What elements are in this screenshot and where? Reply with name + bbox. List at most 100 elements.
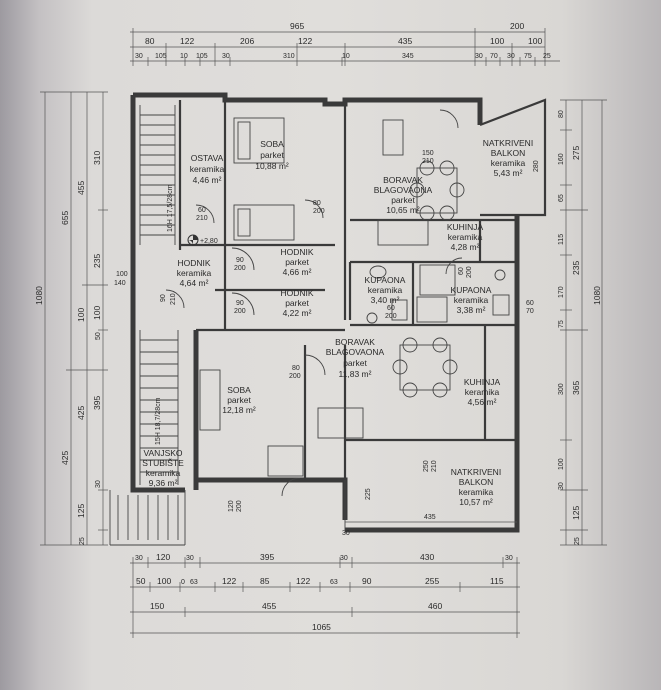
door-ostava-w: 60 — [198, 207, 206, 214]
dim-bot-30b: 30 — [186, 555, 194, 562]
ostava-area: 4,46 m² — [193, 175, 222, 185]
dim-top-310: 310 — [283, 53, 295, 60]
dim-top-10b: 10 — [342, 53, 350, 60]
dim-left-1080: 1080 — [34, 286, 44, 305]
stubiste-name2: STUBIŠTE — [142, 458, 184, 468]
dim-top-30d: 30 — [507, 53, 515, 60]
dim-right-300: 300 — [558, 383, 565, 395]
dim-right-1080: 1080 — [592, 286, 602, 305]
dim-top-200: 200 — [510, 21, 524, 31]
dim-bot-63b: 63 — [330, 579, 338, 586]
ostava-name: OSTAVA — [191, 153, 224, 163]
furniture — [199, 117, 510, 477]
dim-top-105b: 105 — [196, 53, 208, 60]
dim-top-435: 435 — [398, 36, 412, 46]
door-soba2-w: 120 — [228, 500, 235, 512]
dim-bot-100: 100 — [157, 576, 171, 586]
door-hodnik2-w: 90 — [160, 294, 167, 302]
kuhinja2-name: KUHINJA — [464, 377, 501, 387]
kuhinja2-floor: keramika — [465, 387, 500, 397]
door-hodnik1b-w: 90 — [236, 300, 244, 307]
door-kupaona2-h: 70 — [526, 308, 534, 315]
hodnik3-area: 4,22 m² — [283, 308, 312, 318]
balkon1-floor: keramika — [491, 158, 526, 168]
boravak2-name: BORAVAK — [335, 337, 375, 347]
dim-left-425b: 425 — [76, 406, 86, 420]
hodnik3-floor: parket — [285, 298, 309, 308]
dim-top-345: 345 — [402, 53, 414, 60]
dim-bot-122a: 122 — [222, 576, 236, 586]
soba1-area: 10,88 m² — [255, 161, 289, 171]
dim-bot-1065: 1065 — [312, 622, 331, 632]
dim-left-25: 25 — [79, 537, 86, 545]
dim-left-30: 30 — [95, 480, 102, 488]
level-value: +2,80 — [200, 238, 218, 245]
dim-left-235: 235 — [92, 254, 102, 268]
door-soba1-h: 200 — [313, 208, 325, 215]
boravak1-name: BORAVAK — [383, 175, 423, 185]
dim-right-80: 80 — [558, 110, 565, 118]
dim-right-160: 160 — [558, 153, 565, 165]
door-boravak2-w: 80 — [292, 365, 300, 372]
dim-bot-150: 150 — [150, 601, 164, 611]
dim-bot-63a: 63 — [190, 579, 198, 586]
balkon2-name: NATKRIVENI — [451, 467, 501, 477]
kupaona2-floor: keramika — [454, 295, 489, 305]
dim-left-100b: 100 — [92, 306, 102, 320]
right-dimensions: 1080 275 235 365 125 25 80 160 65 115 17… — [558, 99, 607, 546]
dim-right-75: 75 — [558, 320, 565, 328]
balkon1-name: NATKRIVENI — [483, 138, 533, 148]
dim-right-115: 115 — [558, 234, 565, 245]
dim-top-70: 70 — [490, 53, 498, 60]
staircase-lower — [117, 330, 179, 540]
door-boravak2-h: 200 — [289, 373, 301, 380]
inner-dim-140: 140 — [114, 280, 126, 287]
door-kuhinja1-h: 200 — [466, 266, 473, 278]
kupaona2-area: 3,38 m² — [457, 305, 486, 315]
door-hodnik1b-h: 200 — [234, 308, 246, 315]
door-balkon2-h: 210 — [431, 460, 438, 472]
hodnik1-name: HODNIK — [280, 247, 313, 257]
dim-right-65: 65 — [558, 194, 565, 202]
dim-bot-460: 460 — [428, 601, 442, 611]
dim-right-365: 365 — [571, 381, 581, 395]
left-dimensions: 1080 655 425 455 100 425 310 235 100 50 … — [34, 91, 108, 546]
dim-left-455: 455 — [76, 181, 86, 195]
ostava-floor: keramika — [190, 164, 225, 174]
dim-right-100: 100 — [558, 458, 565, 470]
top-dimensions: 965 200 80 122 206 122 435 100 100 30 10… — [130, 21, 560, 66]
soba2-name: SOBA — [227, 385, 251, 395]
dim-left-125: 125 — [76, 504, 86, 518]
balkon2-area: 10,57 m² — [459, 497, 493, 507]
hodnik1-floor: parket — [285, 257, 309, 267]
door-soba2-h: 200 — [236, 500, 243, 512]
kuhinja2-area: 4,56 m² — [468, 397, 497, 407]
kuhinja1-name: KUHINJA — [447, 222, 484, 232]
stubiste-area: 9,36 m² — [149, 478, 178, 488]
dim-bot-115: 115 — [490, 576, 504, 586]
dim-top-100a: 100 — [490, 36, 504, 46]
dim-bot-455: 455 — [262, 601, 276, 611]
door-boravak1-h: 210 — [422, 158, 434, 165]
boravak1-name2: BLAGOVAONA — [374, 185, 433, 195]
boravak1-floor: parket — [391, 195, 415, 205]
door-hodnik2-h: 210 — [170, 293, 177, 305]
door-kuhinja1-w: 60 — [458, 267, 465, 275]
inner-dim-30: 30 — [342, 530, 350, 537]
dim-left-655: 655 — [60, 211, 70, 225]
dim-top-75: 75 — [524, 53, 532, 60]
dim-bot-30a: 30 — [135, 555, 143, 562]
boravak1-area: 10,65 m² — [386, 205, 420, 215]
dim-bot-90: 90 — [362, 576, 372, 586]
hodnik2-area: 4,64 m² — [180, 278, 209, 288]
door-hodnik1a-w: 90 — [236, 257, 244, 264]
soba2-area: 12,18 m² — [222, 405, 256, 415]
door-kupaona1-h: 200 — [385, 313, 397, 320]
dim-bot-30c: 30 — [340, 555, 348, 562]
dim-bot-30d: 30 — [505, 555, 513, 562]
soba2-floor: parket — [227, 395, 251, 405]
dim-bot-0: 0 — [181, 579, 185, 586]
dim-top-30a: 30 — [135, 53, 143, 60]
boravak2-floor: parket — [343, 358, 367, 368]
